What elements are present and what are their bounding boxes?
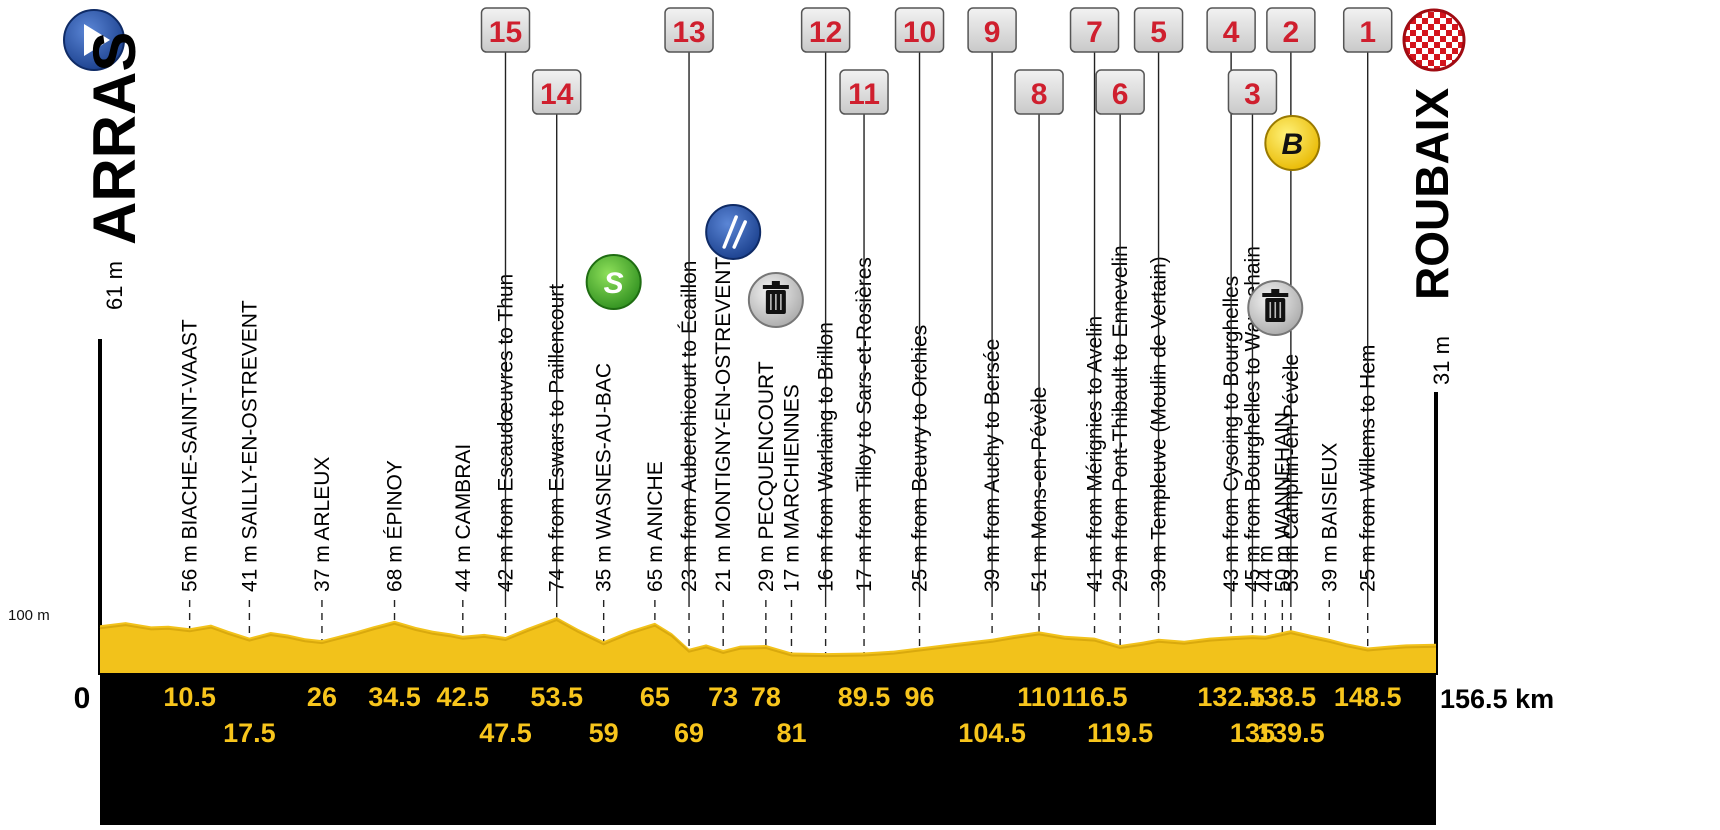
sector-number: 10 (903, 16, 936, 49)
point-label: 21 m MONTIGNY-EN-OSTREVENT (712, 257, 735, 592)
km-label: 26 (307, 682, 337, 712)
svg-text:S: S (604, 267, 624, 300)
sector-number: 2 (1283, 16, 1300, 49)
km-label: 135 (1230, 718, 1275, 748)
km-label: 10.5 (163, 682, 216, 712)
point-label: 65 m ANICHE (644, 461, 667, 592)
sector-badge (1266, 7, 1316, 53)
sector-number: 13 (672, 16, 705, 49)
km-label: 53.5 (530, 682, 583, 712)
finish-town-name: ROUBAIX (1406, 88, 1458, 300)
km-label: 47.5 (479, 718, 532, 748)
finish-marker: ROUBAIX 31 m (1402, 8, 1466, 385)
sector-badge (1014, 69, 1064, 115)
sector-number: 11 (848, 78, 880, 111)
terrain-ridge (99, 619, 1437, 658)
sector-number: 14 (540, 78, 574, 111)
sector-number: 6 (1112, 78, 1129, 111)
sector-badge (894, 7, 945, 53)
waste-icon (747, 272, 804, 328)
km-label: 34.5 (368, 682, 421, 712)
terrain-area (100, 617, 1436, 673)
sector-badge (531, 69, 582, 115)
km-label: 116.5 (1061, 682, 1127, 712)
sector-number: 5 (1150, 16, 1167, 49)
point-label: 29 m PECQUENCOURT (755, 361, 778, 592)
km-label: 119.5 (1087, 718, 1153, 748)
start-altitude: 61 m (102, 261, 127, 310)
km-label: 65 (640, 682, 670, 712)
sprint-icon: S (585, 254, 642, 310)
km-label: 138.5 (1249, 682, 1317, 712)
sector-badge (1069, 7, 1120, 53)
km-label: 69 (674, 718, 704, 748)
km-label: 73 (708, 682, 738, 712)
km-label: 59 (589, 718, 619, 748)
km-label: 17.5 (223, 718, 276, 748)
sector-badge (800, 7, 851, 53)
start-marker: ARRAS 61 m (63, 9, 148, 310)
km-label: 81 (776, 718, 806, 748)
sector-number: 8 (1031, 78, 1048, 111)
km-label: 78 (751, 682, 781, 712)
point-label: 44 m (1254, 545, 1277, 592)
finish-bar (1434, 392, 1438, 675)
start-bar (98, 339, 102, 675)
bonus-icon: B (1264, 115, 1321, 171)
sector-badge (1227, 69, 1278, 115)
point-label: 56 m BIACHE-SAINT-VAAST (179, 319, 202, 592)
sector-badge (664, 7, 714, 53)
sector-number: 15 (489, 16, 522, 49)
km-label: 89.5 (838, 682, 891, 712)
sector-badge (1133, 7, 1184, 53)
svg-text:B: B (1282, 128, 1304, 161)
km-label: 139.5 (1257, 718, 1325, 748)
sector-badge (967, 7, 1017, 53)
point-icons: SB (585, 115, 1321, 336)
point-label: 37 m ARLEUX (311, 457, 334, 592)
km-zero-label: 0 (74, 682, 91, 715)
km-total-label: 156.5 km (1440, 684, 1554, 714)
km-label: 110 (1017, 682, 1061, 712)
waste-icon (1247, 280, 1304, 336)
start-town-name: ARRAS (81, 32, 148, 245)
finish-altitude: 31 m (1429, 336, 1454, 385)
sector-number: 12 (809, 16, 842, 49)
km-band (100, 673, 1436, 825)
km-label: 96 (905, 682, 935, 712)
point-label: 44 m CAMBRAI (452, 444, 475, 592)
sector-badge (839, 69, 889, 115)
sector-badge (1095, 69, 1145, 115)
sector-number: 4 (1223, 16, 1240, 49)
sector-number: 3 (1244, 78, 1261, 111)
sector-badge (480, 7, 531, 53)
sector-number: 1 (1359, 16, 1376, 49)
point-labels: 56 m BIACHE-SAINT-VAAST 41 m SAILLY-EN-OS… (179, 245, 1380, 592)
point-label: 41 m SAILLY-EN-OSTREVENT (238, 300, 261, 592)
sector-badge (1342, 7, 1393, 53)
km-label: 148.5 (1334, 682, 1402, 712)
point-label: 35 m WASNES-AU-BAC (593, 363, 616, 592)
point-label: 17 m MARCHIENNES (780, 384, 803, 592)
km-label: 42.5 (437, 682, 490, 712)
sector-badge (1206, 7, 1256, 53)
point-label: 50 m WANNEHAIN (1271, 412, 1294, 592)
sector-number: 9 (984, 16, 1001, 49)
km-label: 132.5 (1197, 682, 1265, 712)
feed-icon (705, 204, 762, 260)
play-arrow-icon (84, 24, 110, 56)
elevation-profile (99, 617, 1437, 673)
point-label: 39 m BAISIEUX (1318, 443, 1341, 592)
sector-number: 7 (1086, 16, 1103, 49)
km-label: 104.5 (958, 718, 1026, 748)
altitude-scale-label: 100 m (8, 607, 50, 624)
point-label: 68 m ÉPINOY (384, 460, 407, 592)
finish-flag-icon (1402, 8, 1466, 72)
